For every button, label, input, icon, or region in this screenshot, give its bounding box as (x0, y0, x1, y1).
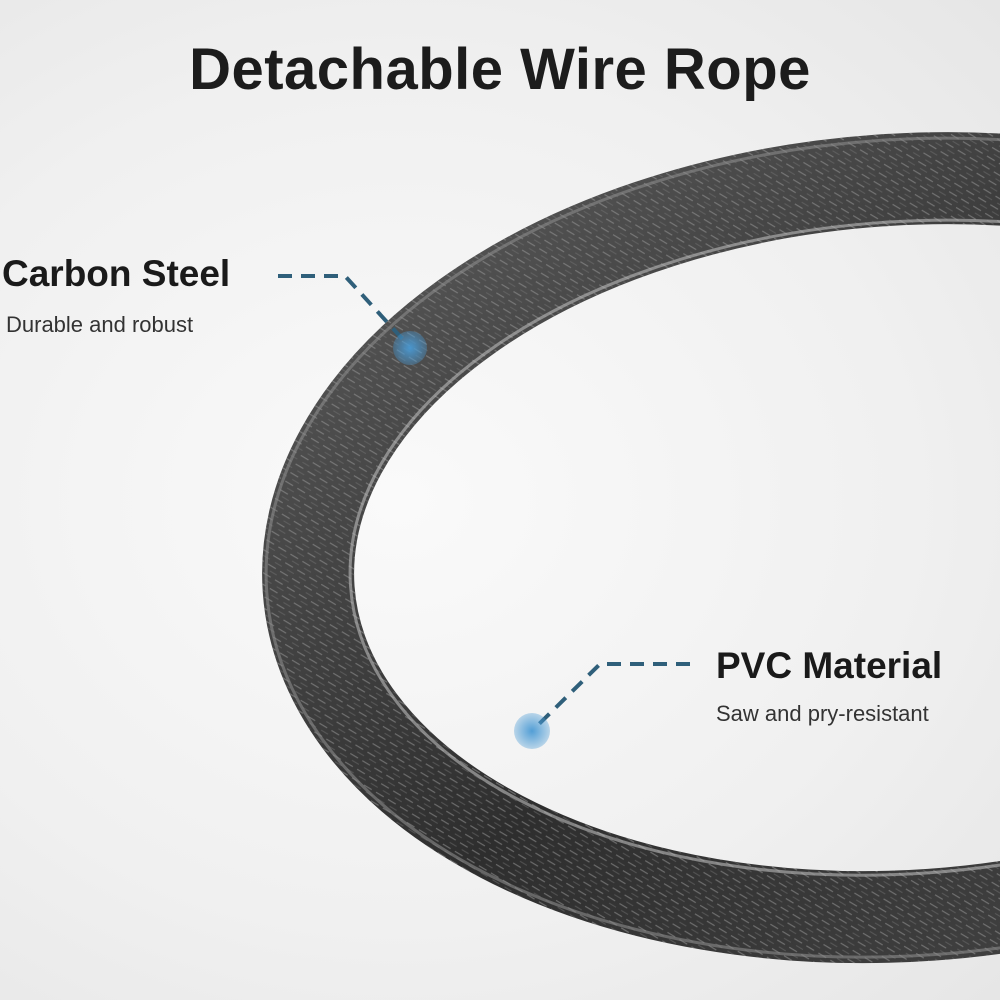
carbon-steel-marker (393, 331, 427, 365)
pvc-material-title: PVC Material (716, 645, 943, 686)
pvc-material-leader (533, 662, 690, 730)
page-title: Detachable Wire Rope (189, 37, 811, 102)
carbon-steel-title: Carbon Steel (2, 253, 231, 294)
pvc-material-marker (514, 713, 550, 749)
cable-ring (262, 132, 1000, 964)
pvc-material-description: Saw and pry-resistant (716, 701, 929, 726)
carbon-steel-description: Durable and robust (6, 312, 194, 337)
